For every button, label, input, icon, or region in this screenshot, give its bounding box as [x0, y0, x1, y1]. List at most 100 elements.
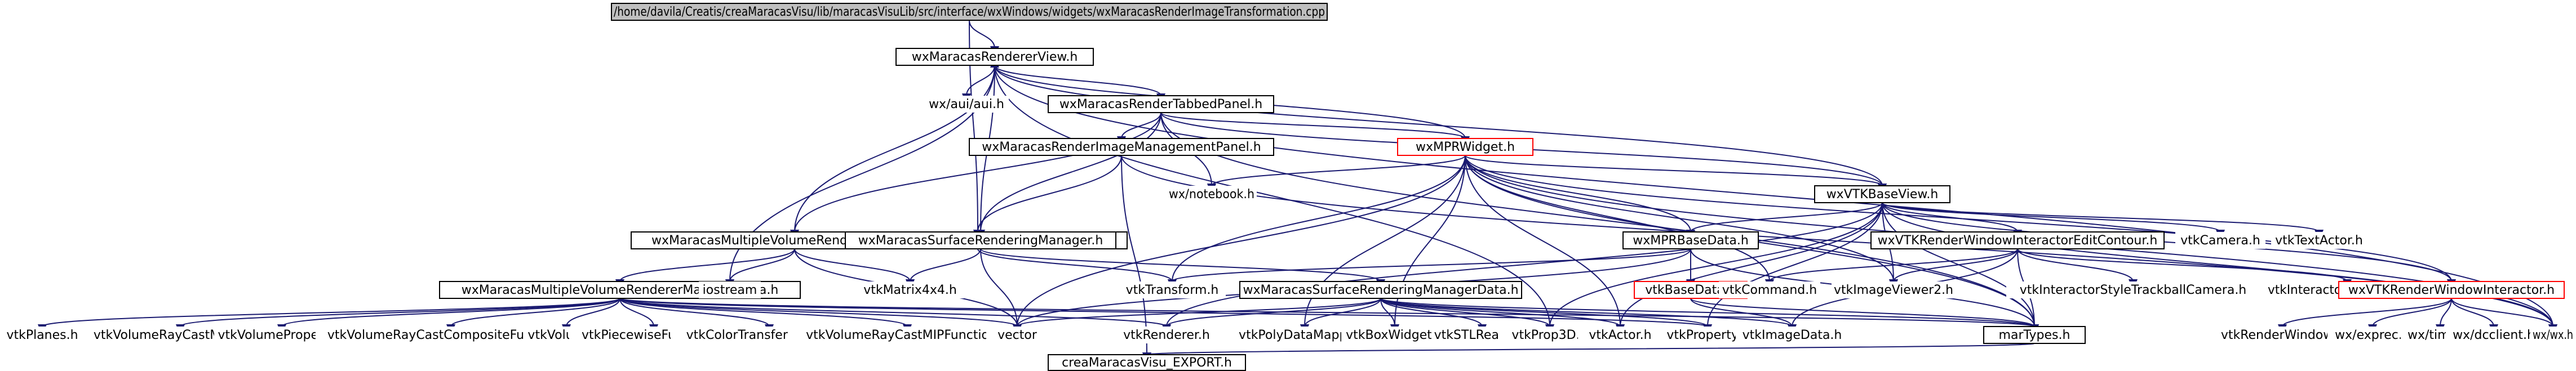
edge-srmd-to-actor	[1380, 298, 1625, 336]
edge-srmd-to-imagedata	[1380, 298, 1797, 336]
edge-srm-to-vector	[980, 248, 1022, 336]
node-box	[1736, 327, 1848, 343]
edge-rimp-to-rit	[973, 155, 1122, 241]
edge-rv-to-mvrm	[790, 65, 995, 241]
node-label: vtkImageData.h	[1743, 328, 1842, 342]
node-box	[857, 281, 964, 298]
node-label: vtkMatrix4x4.h	[863, 283, 957, 297]
node-label: vtkRenderer.h	[1123, 328, 1210, 342]
node-box	[1048, 354, 1246, 371]
edge-martypes-to-export	[1142, 343, 2035, 364]
node-label: wxMaracasRenderImageManagementPanel.h	[982, 140, 1261, 154]
edge-vtkbase-to-prop3d	[1545, 202, 1883, 336]
edge-mvrmd-to-vector	[619, 298, 1022, 336]
node-box	[895, 48, 1094, 66]
node-box	[986, 327, 1048, 343]
node-label: vtkTransform.h	[1126, 283, 1219, 297]
node-label: wx/wx.h	[2533, 328, 2573, 342]
edge-srmd-to-property	[1380, 298, 1712, 336]
edge-mpr-to-vector	[1013, 155, 1466, 336]
node-mpr[interactable]: wxMPRWidget.h	[1397, 138, 1533, 156]
node-mprbase[interactable]: wxMPRBaseData.h	[1622, 231, 1759, 249]
node-label: /home/davila/Creatis/creaMaracasVisu/lib…	[614, 5, 1325, 19]
node-srmd[interactable]: wxMaracasSurfaceRenderingManagerData.h	[1239, 281, 1522, 299]
edge-rimp-to-export	[1121, 155, 1151, 364]
node-label: vtkCommand.h	[1722, 283, 1817, 297]
edge-mvrmd-to-martypes	[619, 298, 2039, 336]
node-label: wx/notebook.h	[1169, 187, 1254, 202]
node-label: vector	[997, 328, 1038, 342]
node-actor: vtkActor.h	[1578, 327, 1662, 343]
node-vector: vector	[986, 327, 1048, 343]
node-planes: vtkPlanes.h	[0, 327, 85, 343]
edge-mpr-to-actor	[1465, 155, 1625, 336]
node-label: wxMPRBaseData.h	[1633, 234, 1749, 248]
node-label: creaMaracasVisu_EXPORT.h	[1062, 356, 1232, 370]
node-box	[1870, 231, 2165, 249]
node-label: wxVTKRenderWindowInteractorEditContour.h	[1878, 234, 2158, 248]
node-vtkbase[interactable]: wxVTKBaseView.h	[1814, 185, 1950, 203]
edge-rtp-to-srm	[976, 112, 1161, 241]
edge-rv-to-rtp	[994, 65, 1165, 105]
edge-mvrmd-to-rccf	[446, 298, 620, 336]
node-renderer: vtkRenderer.h	[1116, 327, 1217, 343]
node-box	[969, 138, 1274, 156]
node-box	[1397, 138, 1533, 156]
node-label: vtkImageViewer2.h	[1834, 283, 1953, 297]
edge-rwi-to-wxexprec	[2368, 298, 2452, 336]
node-vtktransform: vtkTransform.h	[1119, 281, 1226, 298]
node-label: wxVTKRenderWindowInteractor.h	[2348, 283, 2555, 297]
node-srm[interactable]: wxMaracasSurfaceRenderingManager.h	[845, 231, 1116, 249]
node-rwiec[interactable]: wxVTKRenderWindowInteractorEditContour.h	[1870, 231, 2165, 249]
node-label: wxMaracasRenderTabbedPanel.h	[1059, 97, 1262, 111]
edge-root-to-rv	[969, 20, 999, 57]
edge-basedata-to-imagedata	[1690, 298, 1797, 336]
node-rv[interactable]: wxMaracasRendererView.h	[895, 48, 1094, 66]
node-label: vtkProperty.h	[1666, 328, 1748, 342]
edge-vtkbase-to-rwiec	[1882, 202, 2022, 241]
edge-mvrm-to-vtkmatrix	[794, 248, 915, 290]
node-box	[1048, 95, 1274, 113]
edge-rtp-to-mpr	[1160, 112, 1470, 147]
node-box	[2530, 327, 2575, 343]
edge-vtkbase-to-mprbase	[1686, 202, 1883, 241]
edge-rtp-to-mvrm	[790, 112, 1161, 241]
node-root[interactable]: /home/davila/Creatis/creaMaracasVisu/lib…	[611, 3, 1328, 21]
node-box	[1167, 186, 1257, 203]
node-label: iostream	[703, 283, 757, 297]
node-label: vtkProp3D.h	[1511, 328, 1588, 342]
edge-rv-to-vtkbase	[994, 65, 1887, 195]
edge-rv-to-wxwx	[994, 65, 2557, 336]
node-box	[0, 327, 85, 343]
edge-rwi-to-wxdcclient	[2451, 298, 2498, 336]
node-label: wxMaracasSurfaceRenderingManagerData.h	[1243, 283, 1518, 297]
node-label: wxVTKBaseView.h	[1826, 187, 1939, 202]
edge-rwiec-to-isi	[2017, 248, 2352, 290]
edge-rv-to-prop3d	[994, 65, 1554, 336]
node-notebook: wx/notebook.h	[1167, 186, 1257, 203]
edge-srmd-to-pdm	[1300, 298, 1381, 336]
edge-mvrm-to-mvrmd	[615, 248, 795, 290]
node-viewer2: vtkImageViewer2.h	[1832, 281, 1956, 298]
edge-mvrmd-to-property	[619, 298, 1712, 336]
edge-srmd-to-renderer	[1162, 298, 1381, 336]
edge-srmd-to-martypes	[1380, 298, 2039, 336]
edge-mvrmd-to-piecewise	[619, 298, 658, 336]
edge-vtkbase-to-vtktextactor	[1882, 202, 2324, 241]
node-wxwx: wx/wx.h	[2530, 327, 2575, 343]
edge-vtkbase-to-wxwx	[1882, 202, 2557, 336]
edge-mpr-to-vtktransform	[1168, 155, 1466, 290]
node-rwi[interactable]: wxVTKRenderWindowInteractor.h	[2338, 281, 2565, 299]
edge-vtkbase-to-renderer	[1162, 202, 1883, 336]
edge-srmd-to-stl	[1380, 298, 1487, 336]
edge-mvrmd-to-volume	[562, 298, 620, 336]
node-export[interactable]: creaMaracasVisu_EXPORT.h	[1048, 354, 1246, 371]
node-martypes[interactable]: marTypes.h	[1983, 326, 2086, 344]
node-rtp[interactable]: wxMaracasRenderTabbedPanel.h	[1048, 95, 1274, 113]
edge-mpr-to-vtkbase	[1465, 155, 1887, 195]
node-label: vtkPlanes.h	[6, 328, 78, 342]
node-rimp[interactable]: wxMaracasRenderImageManagementPanel.h	[969, 138, 1274, 156]
edge-rv-to-aui	[962, 65, 995, 105]
edge-basedata-to-martypes	[1690, 298, 2039, 336]
